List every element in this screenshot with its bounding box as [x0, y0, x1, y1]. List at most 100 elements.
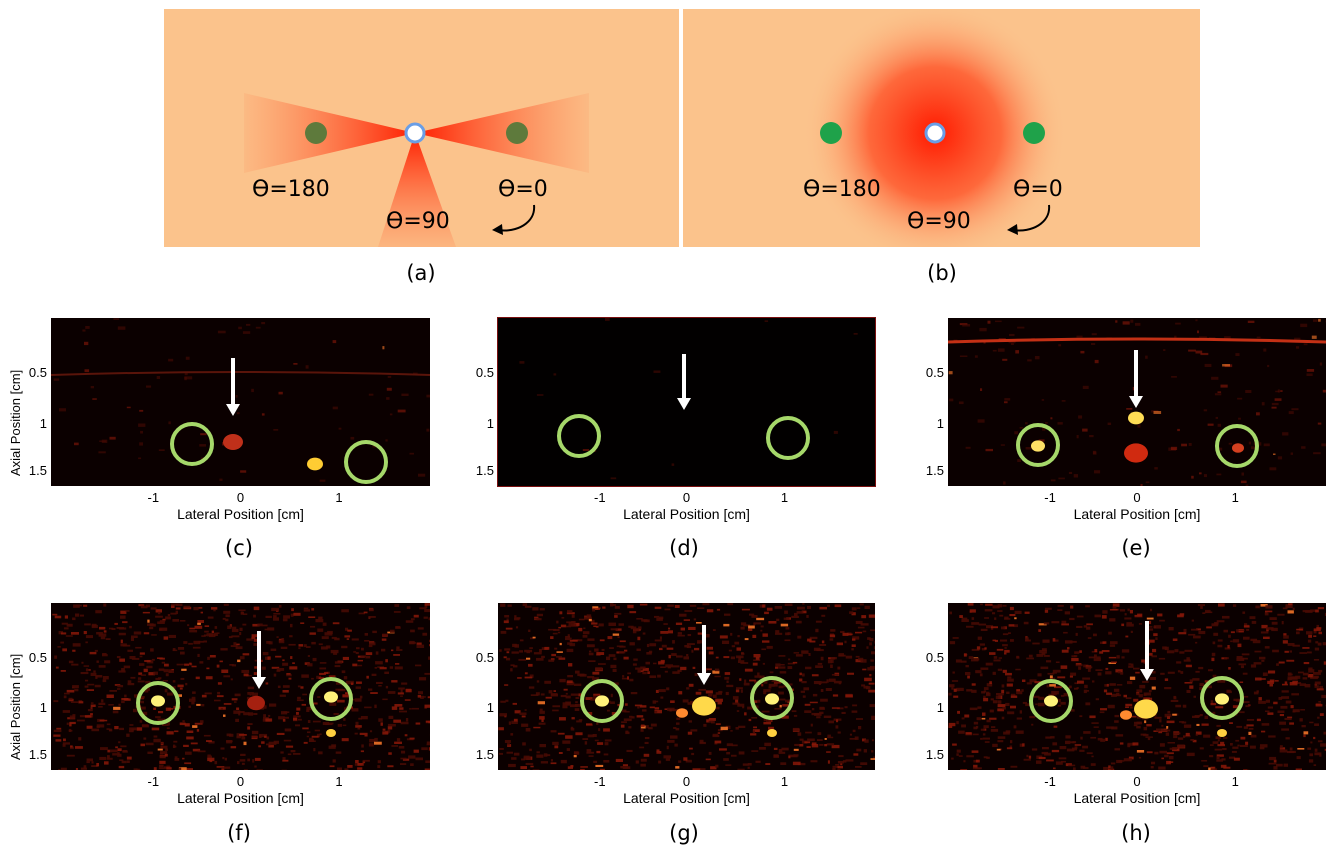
x-tick-label: 1 [780, 490, 789, 505]
y-tick-label: 1.5 [28, 746, 47, 762]
beam-down [378, 133, 456, 247]
theta-90-label: ϴ=90 [386, 209, 450, 234]
theta-90-label: ϴ=90 [907, 209, 971, 234]
caption-d: (d) [669, 536, 699, 560]
x-axis-label: Lateral Position [cm] [177, 506, 304, 522]
x-tick-label: -1 [1044, 490, 1056, 505]
x-axis-label: Lateral Position [cm] [623, 506, 750, 522]
echo-spot [595, 695, 609, 707]
target-right [506, 122, 528, 144]
diagram-b: ϴ=180 ϴ=90 ϴ=0 [683, 9, 1200, 247]
x-tick-label: 0 [682, 490, 691, 505]
image-panel-g [498, 603, 875, 770]
ultrasound-image-c [51, 318, 430, 484]
echo-spot [1217, 729, 1227, 737]
image-panel-c [51, 318, 430, 486]
x-tick-label: 1 [335, 490, 343, 505]
echo-spot [1044, 695, 1058, 707]
target-circle [170, 422, 214, 466]
y-tick-label: 1.5 [925, 746, 944, 762]
y-tick-label: 1.5 [925, 462, 944, 478]
x-tick-label: 0 [682, 774, 691, 789]
y-axis-label: Axial Position [cm] [8, 653, 23, 760]
theta-180-label: ϴ=180 [252, 177, 330, 202]
x-tick-label: 0 [236, 774, 245, 789]
y-tick-label: 0.5 [28, 365, 47, 381]
x-axis-label: Lateral Position [cm] [177, 790, 304, 806]
x-tick-label: 1 [1231, 774, 1239, 789]
y-tick-label: 0.5 [925, 650, 944, 666]
y-tick-label: 1.5 [28, 462, 47, 478]
target-circle [580, 679, 624, 723]
ultrasound-image-f [52, 603, 430, 770]
membrane-line [51, 371, 430, 376]
x-axis-label: Lateral Position [cm] [623, 790, 750, 806]
target-circle [1029, 679, 1073, 723]
ultrasound-image-h [948, 603, 1326, 770]
echo-spot [1124, 443, 1148, 463]
beam-pattern-b [803, 9, 1067, 247]
echo-spot [1134, 699, 1158, 719]
target-circle [766, 416, 810, 460]
image-panel-h [948, 603, 1326, 770]
caption-e: (e) [1121, 536, 1151, 560]
x-axis-label: Lateral Position [cm] [1073, 790, 1201, 806]
source-marker [404, 122, 426, 144]
arrowhead [252, 677, 266, 689]
target-circle [750, 676, 794, 720]
beam-right [415, 93, 589, 173]
arrowhead [697, 673, 711, 685]
y-tick-label: 0.5 [28, 650, 47, 666]
y-tick-label: 0.5 [475, 650, 494, 666]
y-tick-label: 1 [486, 700, 494, 716]
x-tick-label: -1 [147, 490, 160, 505]
echo-spot [307, 457, 323, 471]
arrowhead [226, 404, 240, 416]
y-tick-label: 1 [39, 700, 47, 716]
y-tick-label: 1 [486, 415, 494, 431]
x-tick-label: -1 [147, 774, 160, 789]
membrane-line [948, 337, 1326, 344]
caption-a: (a) [406, 261, 436, 285]
target-circle [309, 677, 353, 721]
x-tick-label: 0 [1133, 774, 1141, 789]
ultrasound-image-g [498, 603, 875, 770]
y-tick-label: 1 [39, 415, 47, 431]
beam-pattern-a [244, 93, 589, 247]
x-tick-label: -1 [594, 490, 606, 505]
source-marker [924, 122, 946, 144]
arrowhead [677, 398, 691, 410]
echo-spot [151, 695, 165, 707]
caption-f: (f) [227, 821, 251, 845]
y-tick-label: 1.5 [475, 746, 494, 762]
y-axis-label: Axial Position [cm] [8, 369, 23, 476]
ultrasound-image-d [519, 318, 858, 480]
ultrasound-image-e [948, 318, 1326, 486]
image-panel-e [948, 318, 1326, 486]
theta-0-label: ϴ=0 [498, 177, 548, 202]
echo-spot [247, 695, 265, 711]
echo-spot [676, 708, 688, 718]
rotation-arrow-icon [497, 204, 536, 232]
diagram-a: ϴ=180 ϴ=90 ϴ=0 [164, 9, 679, 247]
target-right [1023, 122, 1045, 144]
echo-spot [223, 434, 243, 450]
caption-h: (h) [1121, 821, 1151, 845]
echo-spot [765, 693, 779, 705]
theta-180-label: ϴ=180 [803, 177, 881, 202]
target-left [820, 122, 842, 144]
echo-spot [692, 696, 716, 716]
y-tick-label: 1 [936, 415, 944, 431]
image-panel-f [51, 603, 430, 770]
target-left [305, 122, 327, 144]
x-tick-label: 1 [335, 774, 343, 789]
x-tick-label: 1 [1231, 490, 1239, 505]
theta-0-label: ϴ=0 [1013, 177, 1063, 202]
echo-spot [1128, 411, 1144, 425]
arrowhead [1140, 669, 1154, 681]
echo-spot [326, 729, 336, 737]
echo-spot [1215, 693, 1229, 705]
x-tick-label: 0 [1133, 490, 1141, 505]
target-circle [557, 414, 601, 458]
y-tick-label: 1.5 [475, 462, 494, 478]
